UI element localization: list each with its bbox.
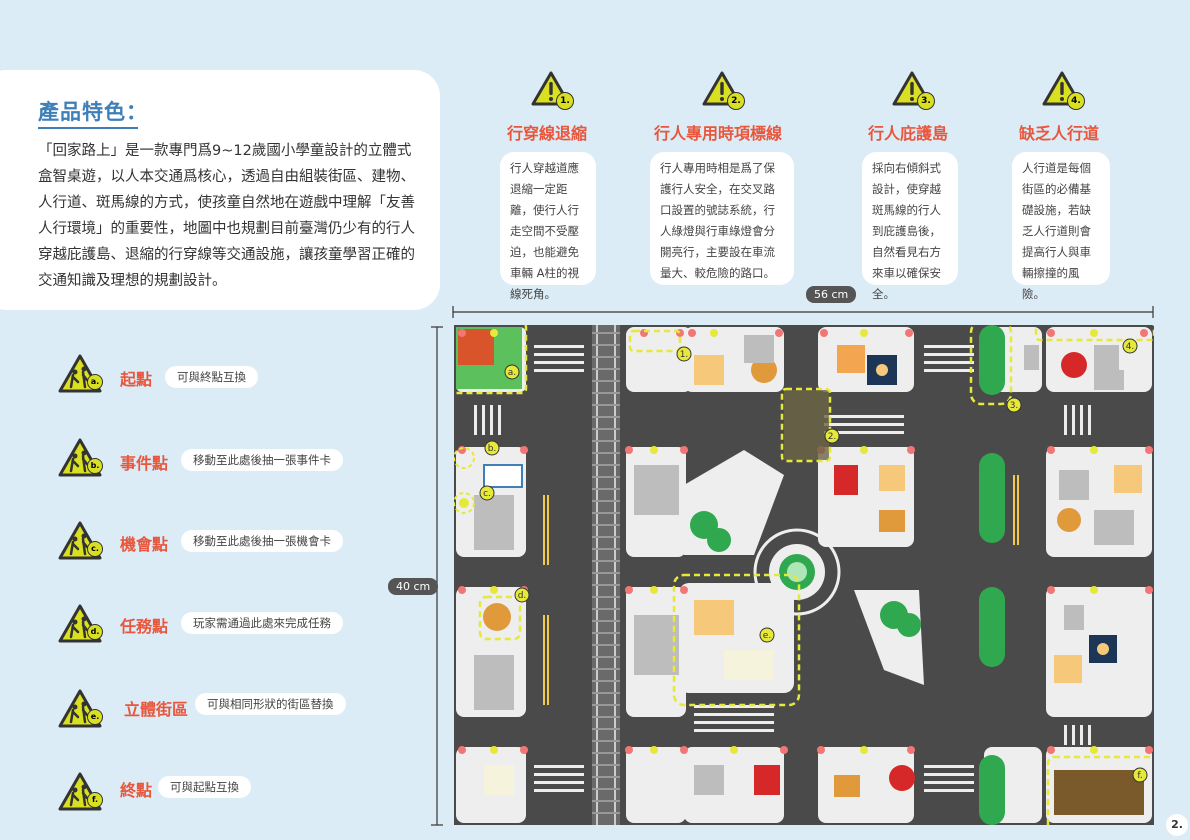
svg-text:f.: f. bbox=[1137, 771, 1142, 781]
feature-desc-1: 行人穿越道應退縮一定距離，使行人行走空間不受壓迫，也能避免車輛 A柱的視線死角。 bbox=[500, 152, 596, 301]
legend-desc-chance: 移動至此處後抽一張機會卡 bbox=[181, 530, 343, 552]
legend-name-mission: 任務點 bbox=[120, 617, 169, 636]
feature-title-1: 行穿線退縮 bbox=[507, 124, 588, 143]
legend-name-start: 起點 bbox=[120, 370, 153, 389]
feature-desc-4: 人行道是每個街區的必備基礎設施，若缺乏人行道則會提高行人與車輛擦撞的風險。 bbox=[1012, 152, 1110, 301]
feature-number-badge: 3. bbox=[917, 92, 935, 110]
legend-letter-badge: e. bbox=[87, 709, 103, 725]
legend-desc-start: 可與終點互換 bbox=[165, 366, 258, 388]
intro-body: 「回家路上」是一款專門爲9~12歲國小學童設計的立體式盒智桌遊，以人本交通爲核心… bbox=[38, 143, 415, 289]
feature-title-2: 行人專用時項標線 bbox=[654, 124, 783, 143]
svg-text:d.: d. bbox=[518, 591, 527, 601]
feature-title-3: 行人庇護島 bbox=[868, 124, 949, 143]
feature-number-badge: 4. bbox=[1067, 92, 1085, 110]
legend-name-block: 立體街區 bbox=[124, 700, 189, 719]
feature-title-4: 缺乏人行道 bbox=[1019, 124, 1100, 143]
legend-letter-badge: d. bbox=[87, 624, 103, 640]
page-number: 2. bbox=[1166, 814, 1188, 836]
svg-text:3.: 3. bbox=[1010, 401, 1019, 411]
feature-desc-3: 採向右傾斜式設計，使穿越斑馬線的行人到庇護島後，自然看見右方來車以確保安全。 bbox=[862, 152, 958, 301]
svg-text:2.: 2. bbox=[828, 432, 837, 442]
feature-number-badge: 1. bbox=[556, 92, 574, 110]
legend-letter-badge: a. bbox=[87, 374, 103, 390]
intro-card bbox=[0, 70, 440, 310]
legend-desc-end: 可與起點互換 bbox=[158, 776, 251, 798]
svg-text:c.: c. bbox=[483, 489, 491, 499]
legend-desc-mission: 玩家需通過此處來完成任務 bbox=[181, 612, 343, 634]
svg-text:e.: e. bbox=[763, 631, 771, 641]
feature-desc-2: 行人專用時相是爲了保護行人安全，在交叉路口設置的號誌系統，行人綠燈與行車綠燈會分… bbox=[650, 152, 794, 285]
legend-name-chance: 機會點 bbox=[120, 535, 169, 554]
legend-name-event: 事件點 bbox=[120, 454, 169, 473]
svg-text:4.: 4. bbox=[1126, 342, 1135, 352]
game-board-map: a. b. c. d. e. f. 1. 2. 3. 4. bbox=[454, 325, 1154, 825]
legend-letter-badge: c. bbox=[87, 541, 103, 557]
intro-title-underline bbox=[38, 127, 138, 129]
svg-text:1.: 1. bbox=[680, 350, 689, 360]
width-dimension-label: 56 cm bbox=[806, 286, 857, 303]
svg-text:b.: b. bbox=[488, 444, 497, 454]
legend-name-end: 終點 bbox=[120, 781, 153, 800]
legend-letter-badge: f. bbox=[87, 792, 103, 808]
legend-desc-block: 可與相同形狀的街區替換 bbox=[195, 693, 346, 715]
legend-letter-badge: b. bbox=[87, 458, 103, 474]
legend-desc-event: 移動至此處後抽一張事件卡 bbox=[181, 449, 343, 471]
feature-number-badge: 2. bbox=[727, 92, 745, 110]
height-dimension-label: 40 cm bbox=[388, 578, 439, 595]
svg-text:a.: a. bbox=[508, 368, 516, 378]
intro-title: 產品特色： bbox=[38, 100, 148, 124]
